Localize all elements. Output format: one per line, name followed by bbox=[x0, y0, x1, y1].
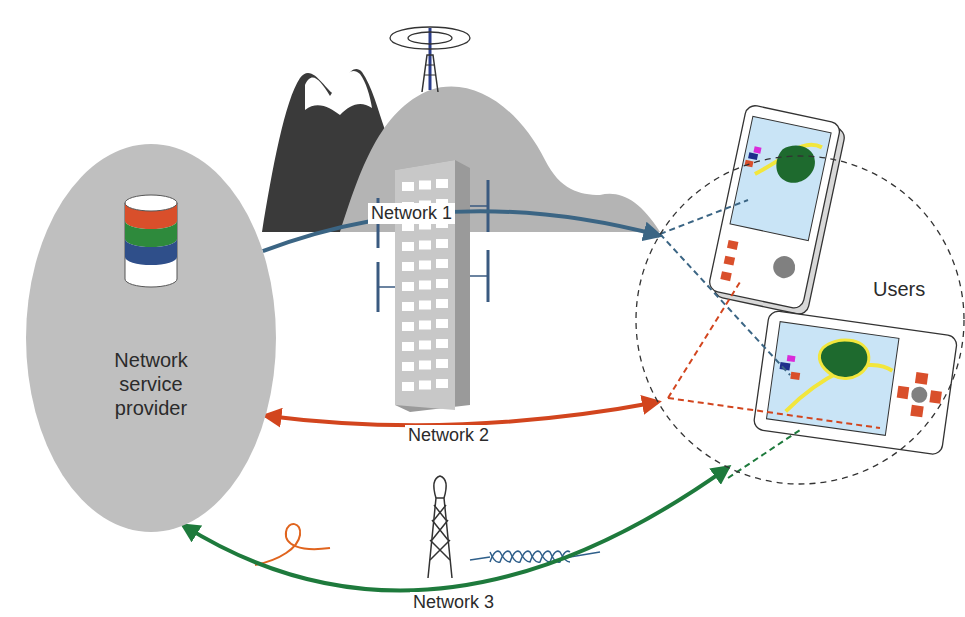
network-arrow bbox=[266, 402, 658, 425]
node-outline bbox=[635, 155, 965, 485]
radio-tower bbox=[390, 27, 470, 92]
fibre-coil bbox=[255, 524, 330, 565]
group-label: Users bbox=[873, 277, 925, 301]
network-label: Network 3 bbox=[410, 592, 497, 613]
network-label: Network 2 bbox=[405, 425, 492, 446]
provider-ellipse: Network service provider bbox=[25, 143, 277, 533]
network-arrow bbox=[263, 211, 660, 251]
node-outline bbox=[25, 143, 277, 533]
handheld-device bbox=[707, 104, 847, 316]
users-circle: Users bbox=[635, 155, 965, 485]
snow-cap bbox=[305, 71, 372, 115]
cell-tower bbox=[428, 476, 452, 578]
handheld-device bbox=[753, 310, 958, 455]
office-building bbox=[378, 160, 488, 412]
network-arrow bbox=[183, 467, 728, 590]
wireless-link bbox=[660, 200, 880, 478]
node-title: Network service provider bbox=[25, 348, 277, 420]
network-label: Network 1 bbox=[368, 203, 455, 224]
